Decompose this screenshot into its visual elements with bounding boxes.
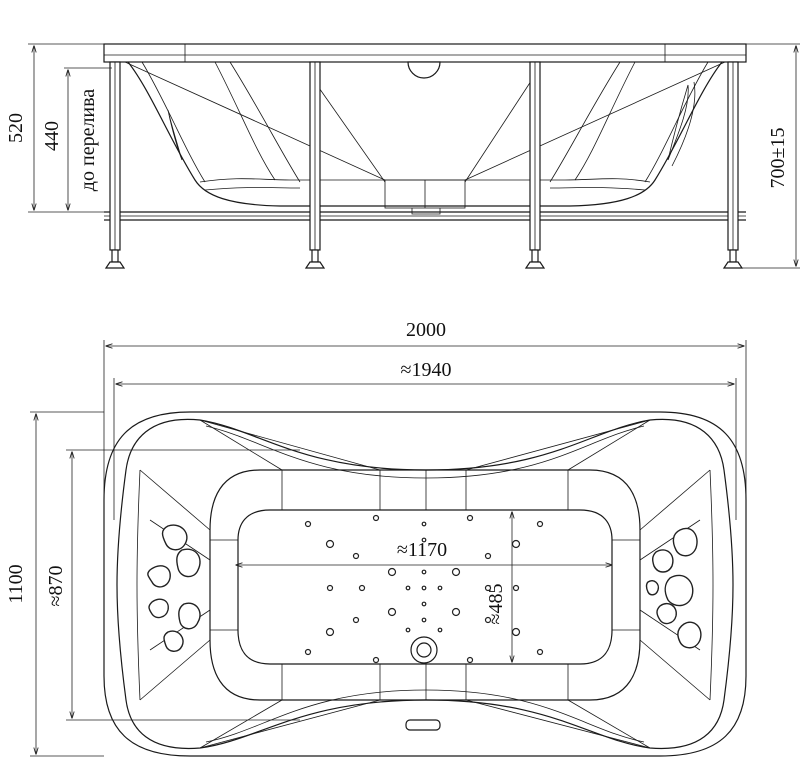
pillow-stones-left	[147, 524, 201, 652]
dim-1170: ≈1170	[397, 539, 447, 561]
dim-440: 440	[41, 121, 63, 151]
side-view: 520 440 до перелива 700±15	[5, 43, 800, 269]
overflow-slot	[405, 719, 441, 731]
dim-1100: 1100	[5, 564, 27, 603]
air-jets	[304, 514, 544, 664]
overflow-circle	[407, 61, 441, 79]
frame-legs	[104, 61, 744, 269]
top-view: 2000 ≈1940	[5, 319, 747, 757]
dim-2000: 2000	[406, 319, 446, 341]
dim-485: ≈485	[485, 584, 507, 625]
dim-520: 520	[5, 113, 27, 143]
tub-bottom-outline	[237, 509, 613, 665]
pillow-stones-right	[645, 527, 702, 649]
drain	[410, 636, 438, 664]
dim-870: ≈870	[45, 566, 67, 607]
dim-1940: ≈1940	[401, 359, 452, 381]
dim-700: 700±15	[767, 128, 789, 189]
tub-rim	[103, 43, 747, 63]
dim-overflow-label: до перелива	[77, 89, 99, 191]
tub-outline-outer	[103, 411, 747, 757]
tub-step-outline	[209, 469, 641, 701]
